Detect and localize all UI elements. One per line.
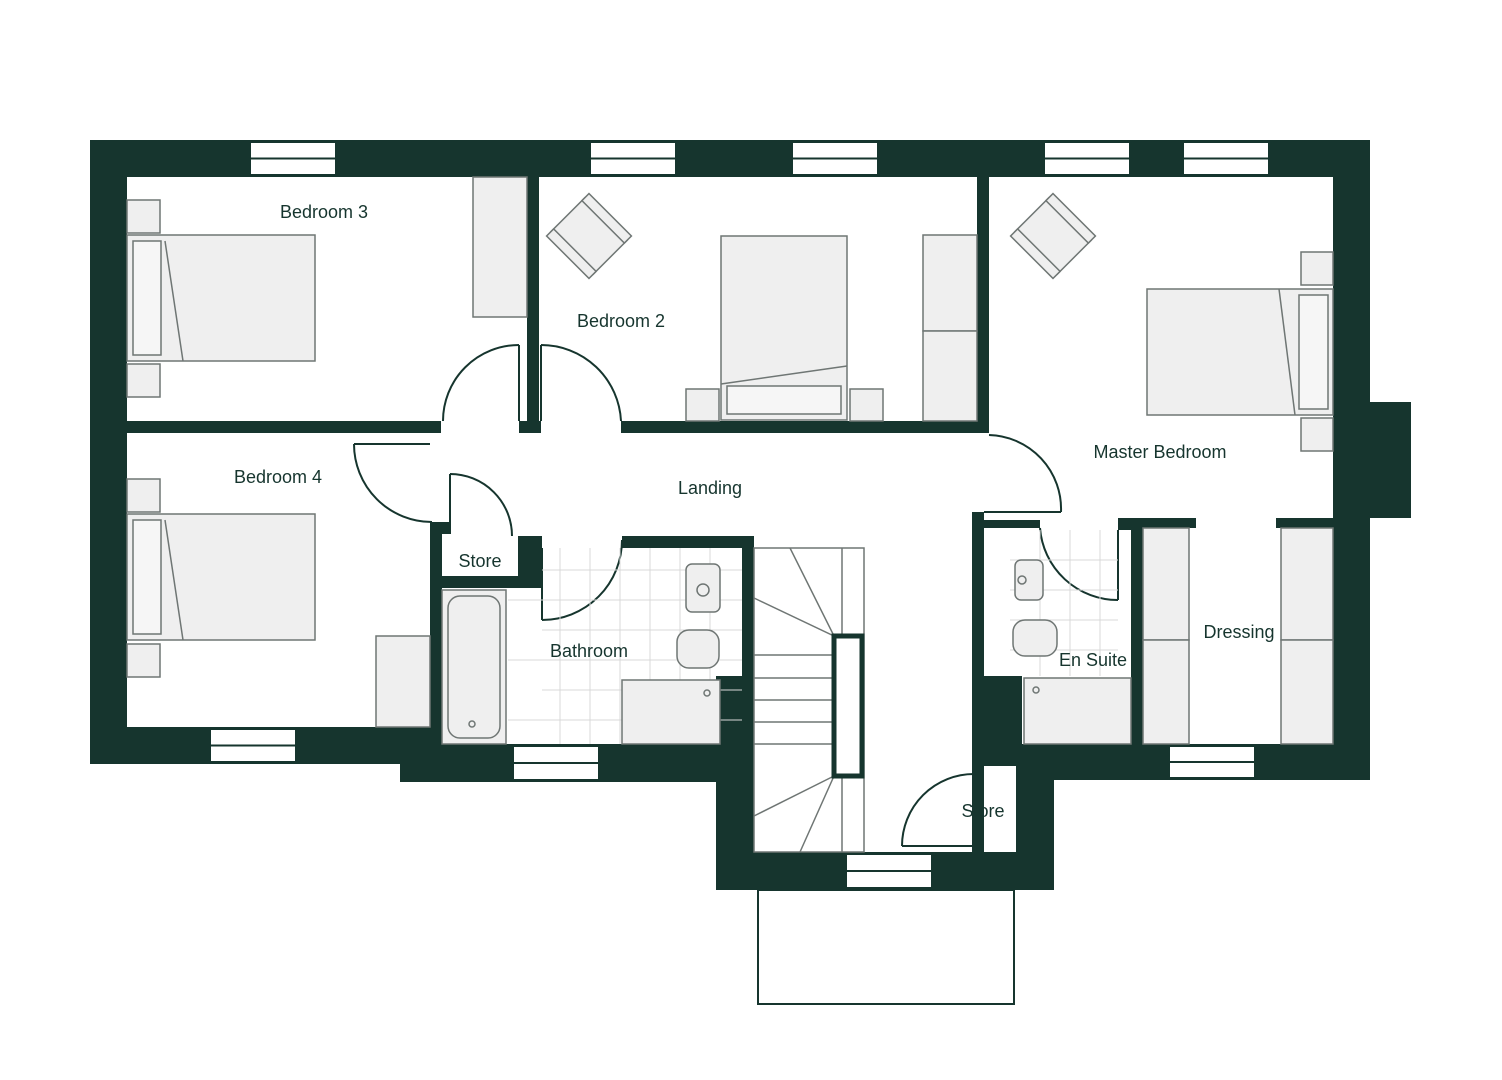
wall-ensuite-top [984, 520, 1040, 528]
door-en-suite [1039, 527, 1119, 602]
wall-store-bottom-left [972, 744, 984, 852]
window [209, 728, 297, 763]
wardrobe-bedroom-3 [472, 176, 528, 318]
wall-ensuite-dressing [1131, 518, 1143, 744]
windows [209, 141, 1270, 889]
wall-store-top [430, 522, 450, 534]
window [512, 745, 600, 781]
label-master-bedroom: Master Bedroom [1093, 442, 1226, 462]
shower-tray-en-suite [1023, 677, 1132, 745]
label-landing: Landing [678, 478, 742, 498]
wall-store-right-small [518, 536, 530, 588]
wall-bed3-bed2 [527, 177, 539, 433]
nightstand [126, 643, 161, 678]
wall-bath-right [742, 536, 754, 676]
sink-en-suite [1014, 559, 1044, 601]
window [791, 141, 879, 176]
nightstand [685, 388, 720, 422]
nightstand [1300, 417, 1334, 452]
wall-left [90, 140, 127, 764]
nightstand [126, 478, 161, 513]
porch-outline [757, 889, 1015, 1005]
wall-bed3-stub [519, 421, 541, 433]
window [1043, 141, 1131, 176]
armchair-bedroom-2 [545, 192, 633, 280]
label-bathroom: Bathroom [550, 641, 628, 661]
wall-bed4-right [430, 522, 442, 744]
wall-bath-top-right [622, 536, 754, 548]
window [589, 141, 677, 176]
wall-dressing-top-right [1276, 518, 1336, 528]
door-bedroom-4 [353, 443, 433, 523]
door-bedroom-2 [540, 343, 622, 422]
wall-bed3-bed4 [127, 421, 441, 433]
wardrobe-bedroom-2 [922, 234, 978, 422]
toilet-bathroom [676, 629, 720, 669]
wall-bed2-landing [621, 421, 989, 433]
wall-bed2-master [977, 177, 989, 433]
stair-banister [831, 633, 865, 779]
wall-right-chimney [1368, 402, 1411, 518]
room-labels: Bedroom 3 Bedroom 2 Master Bedroom Bedro… [234, 202, 1275, 821]
doors [353, 343, 1119, 847]
door-store-bottom [901, 773, 975, 847]
wardrobe-dressing-right [1280, 527, 1334, 641]
window [845, 853, 933, 889]
label-en-suite: En Suite [1059, 650, 1127, 670]
door-bathroom [541, 539, 623, 621]
nightstand [126, 363, 161, 398]
bed-bedroom-2 [720, 235, 848, 421]
window [1168, 745, 1256, 779]
armchair-master-bedroom [1009, 192, 1097, 280]
wall-dressing-top-left [1131, 518, 1196, 528]
bathtub [441, 589, 507, 745]
window [1182, 141, 1270, 176]
nightstand [849, 388, 884, 422]
label-store-left: Store [458, 551, 501, 571]
wardrobe-bedroom-4 [375, 635, 431, 728]
bed-bedroom-3 [126, 234, 316, 362]
wardrobe-dressing-right [1280, 639, 1334, 745]
window [249, 141, 337, 176]
bed-master-bedroom [1146, 288, 1334, 416]
label-dressing: Dressing [1203, 622, 1274, 642]
label-bedroom-4: Bedroom 4 [234, 467, 322, 487]
wall-bath-top [530, 536, 542, 588]
furniture [126, 176, 1334, 853]
label-store-bottom: Store [961, 801, 1004, 821]
wall-store-bottom [430, 576, 530, 588]
label-bedroom-2: Bedroom 2 [577, 311, 665, 331]
wall-store-top-small [984, 758, 1018, 766]
wall-right [1333, 140, 1370, 780]
shower-tray-bathroom [621, 679, 721, 745]
label-bedroom-3: Bedroom 3 [280, 202, 368, 222]
toilet-en-suite [1012, 619, 1058, 657]
nightstand [126, 199, 161, 234]
wardrobe-dressing-left [1142, 639, 1190, 745]
door-master-bedroom [984, 434, 1063, 513]
door-store-left [449, 473, 513, 537]
door-bedroom-3 [442, 344, 520, 422]
nightstand [1300, 251, 1334, 286]
wardrobe-dressing-left [1142, 527, 1190, 641]
bed-bedroom-4 [126, 513, 316, 641]
sink-bathroom [685, 563, 721, 613]
